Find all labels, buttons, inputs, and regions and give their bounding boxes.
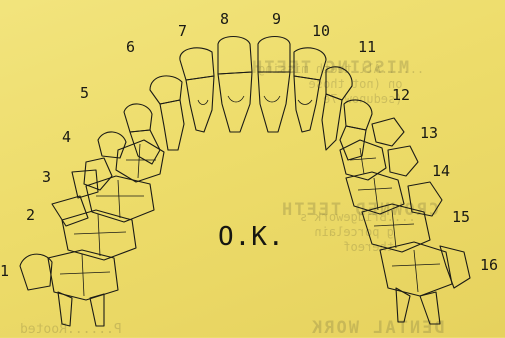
tooth-number-4: 4 (62, 128, 71, 146)
tooth-number-8: 8 (220, 10, 229, 28)
tooth-7-drawing (180, 48, 214, 132)
status-stamp: O.K. (218, 222, 285, 252)
tooth-number-13: 13 (420, 124, 438, 142)
tooth-10-drawing (294, 48, 326, 132)
tooth-number-2: 2 (26, 206, 35, 224)
tooth-number-10: 10 (312, 22, 330, 40)
tooth-number-9: 9 (272, 10, 281, 28)
tooth-number-3: 3 (42, 168, 51, 186)
tooth-number-15: 15 (452, 208, 470, 226)
tooth-14-drawing (346, 146, 418, 214)
tooth-9-drawing (258, 37, 290, 133)
tooth-number-14: 14 (432, 162, 450, 180)
tooth-number-5: 5 (80, 84, 89, 102)
tooth-1-drawing (20, 250, 118, 326)
tooth-number-11: 11 (358, 38, 376, 56)
tooth-8-drawing (218, 37, 252, 133)
tooth-number-1: 1 (0, 262, 9, 280)
tooth-number-7: 7 (178, 22, 187, 40)
tooth-number-6: 6 (126, 38, 135, 56)
tooth-number-12: 12 (392, 86, 410, 104)
tooth-12-drawing (340, 100, 372, 160)
tooth-2-drawing (52, 196, 136, 260)
tooth-6-drawing (150, 76, 184, 150)
tooth-11-drawing (322, 67, 352, 150)
tooth-5-drawing (98, 104, 160, 164)
tooth-16-drawing (380, 242, 470, 324)
tooth-number-16: 16 (480, 256, 498, 274)
tooth-15-drawing (362, 182, 442, 252)
